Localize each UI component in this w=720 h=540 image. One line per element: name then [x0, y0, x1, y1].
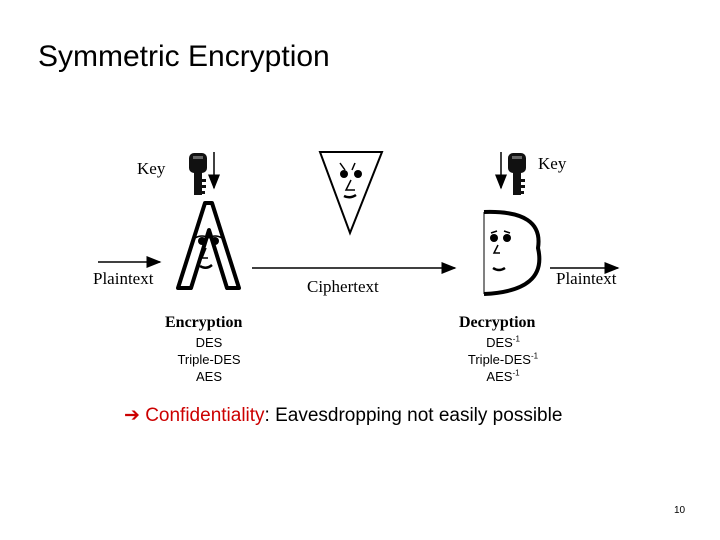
confidentiality-note: ➔ Confidentiality: Eavesdropping not eas… — [124, 404, 562, 427]
key-right-icon — [508, 153, 526, 195]
bob-letter-b-icon — [483, 209, 542, 296]
key-right-label: Key — [538, 154, 567, 173]
key-left-icon — [189, 153, 207, 195]
confidentiality-description: : Eavesdropping not easily possible — [264, 405, 563, 426]
encryption-heading: Encryption — [165, 314, 243, 331]
decryption-algorithms: DES-1 Triple-DES-1 AES-1 — [460, 334, 546, 385]
page-number: 10 — [674, 505, 686, 516]
alice-letter-a-icon — [176, 201, 241, 290]
algorithm-item: DES — [195, 335, 223, 350]
algorithm-item: DES-1 — [486, 334, 520, 350]
algorithm-item: Triple-DES — [177, 352, 241, 367]
algorithm-item: AES-1 — [486, 368, 520, 384]
right-arrow-icon: ➔ — [124, 405, 140, 426]
decryption-heading: Decryption — [459, 314, 536, 331]
confidentiality-term: Confidentiality — [145, 405, 265, 426]
key-left-label: Key — [137, 159, 166, 178]
ciphertext-label: Ciphertext — [307, 277, 379, 296]
algorithm-item: Triple-DES-1 — [467, 351, 539, 367]
plaintext-right-label: Plaintext — [556, 269, 617, 288]
page-title: Symmetric Encryption — [38, 40, 330, 73]
algorithm-item: AES — [195, 369, 222, 384]
encryption-algorithms: DES Triple-DES AES — [170, 334, 248, 385]
eavesdropper-triangle-icon — [318, 151, 384, 236]
plaintext-left-label: Plaintext — [93, 269, 154, 288]
